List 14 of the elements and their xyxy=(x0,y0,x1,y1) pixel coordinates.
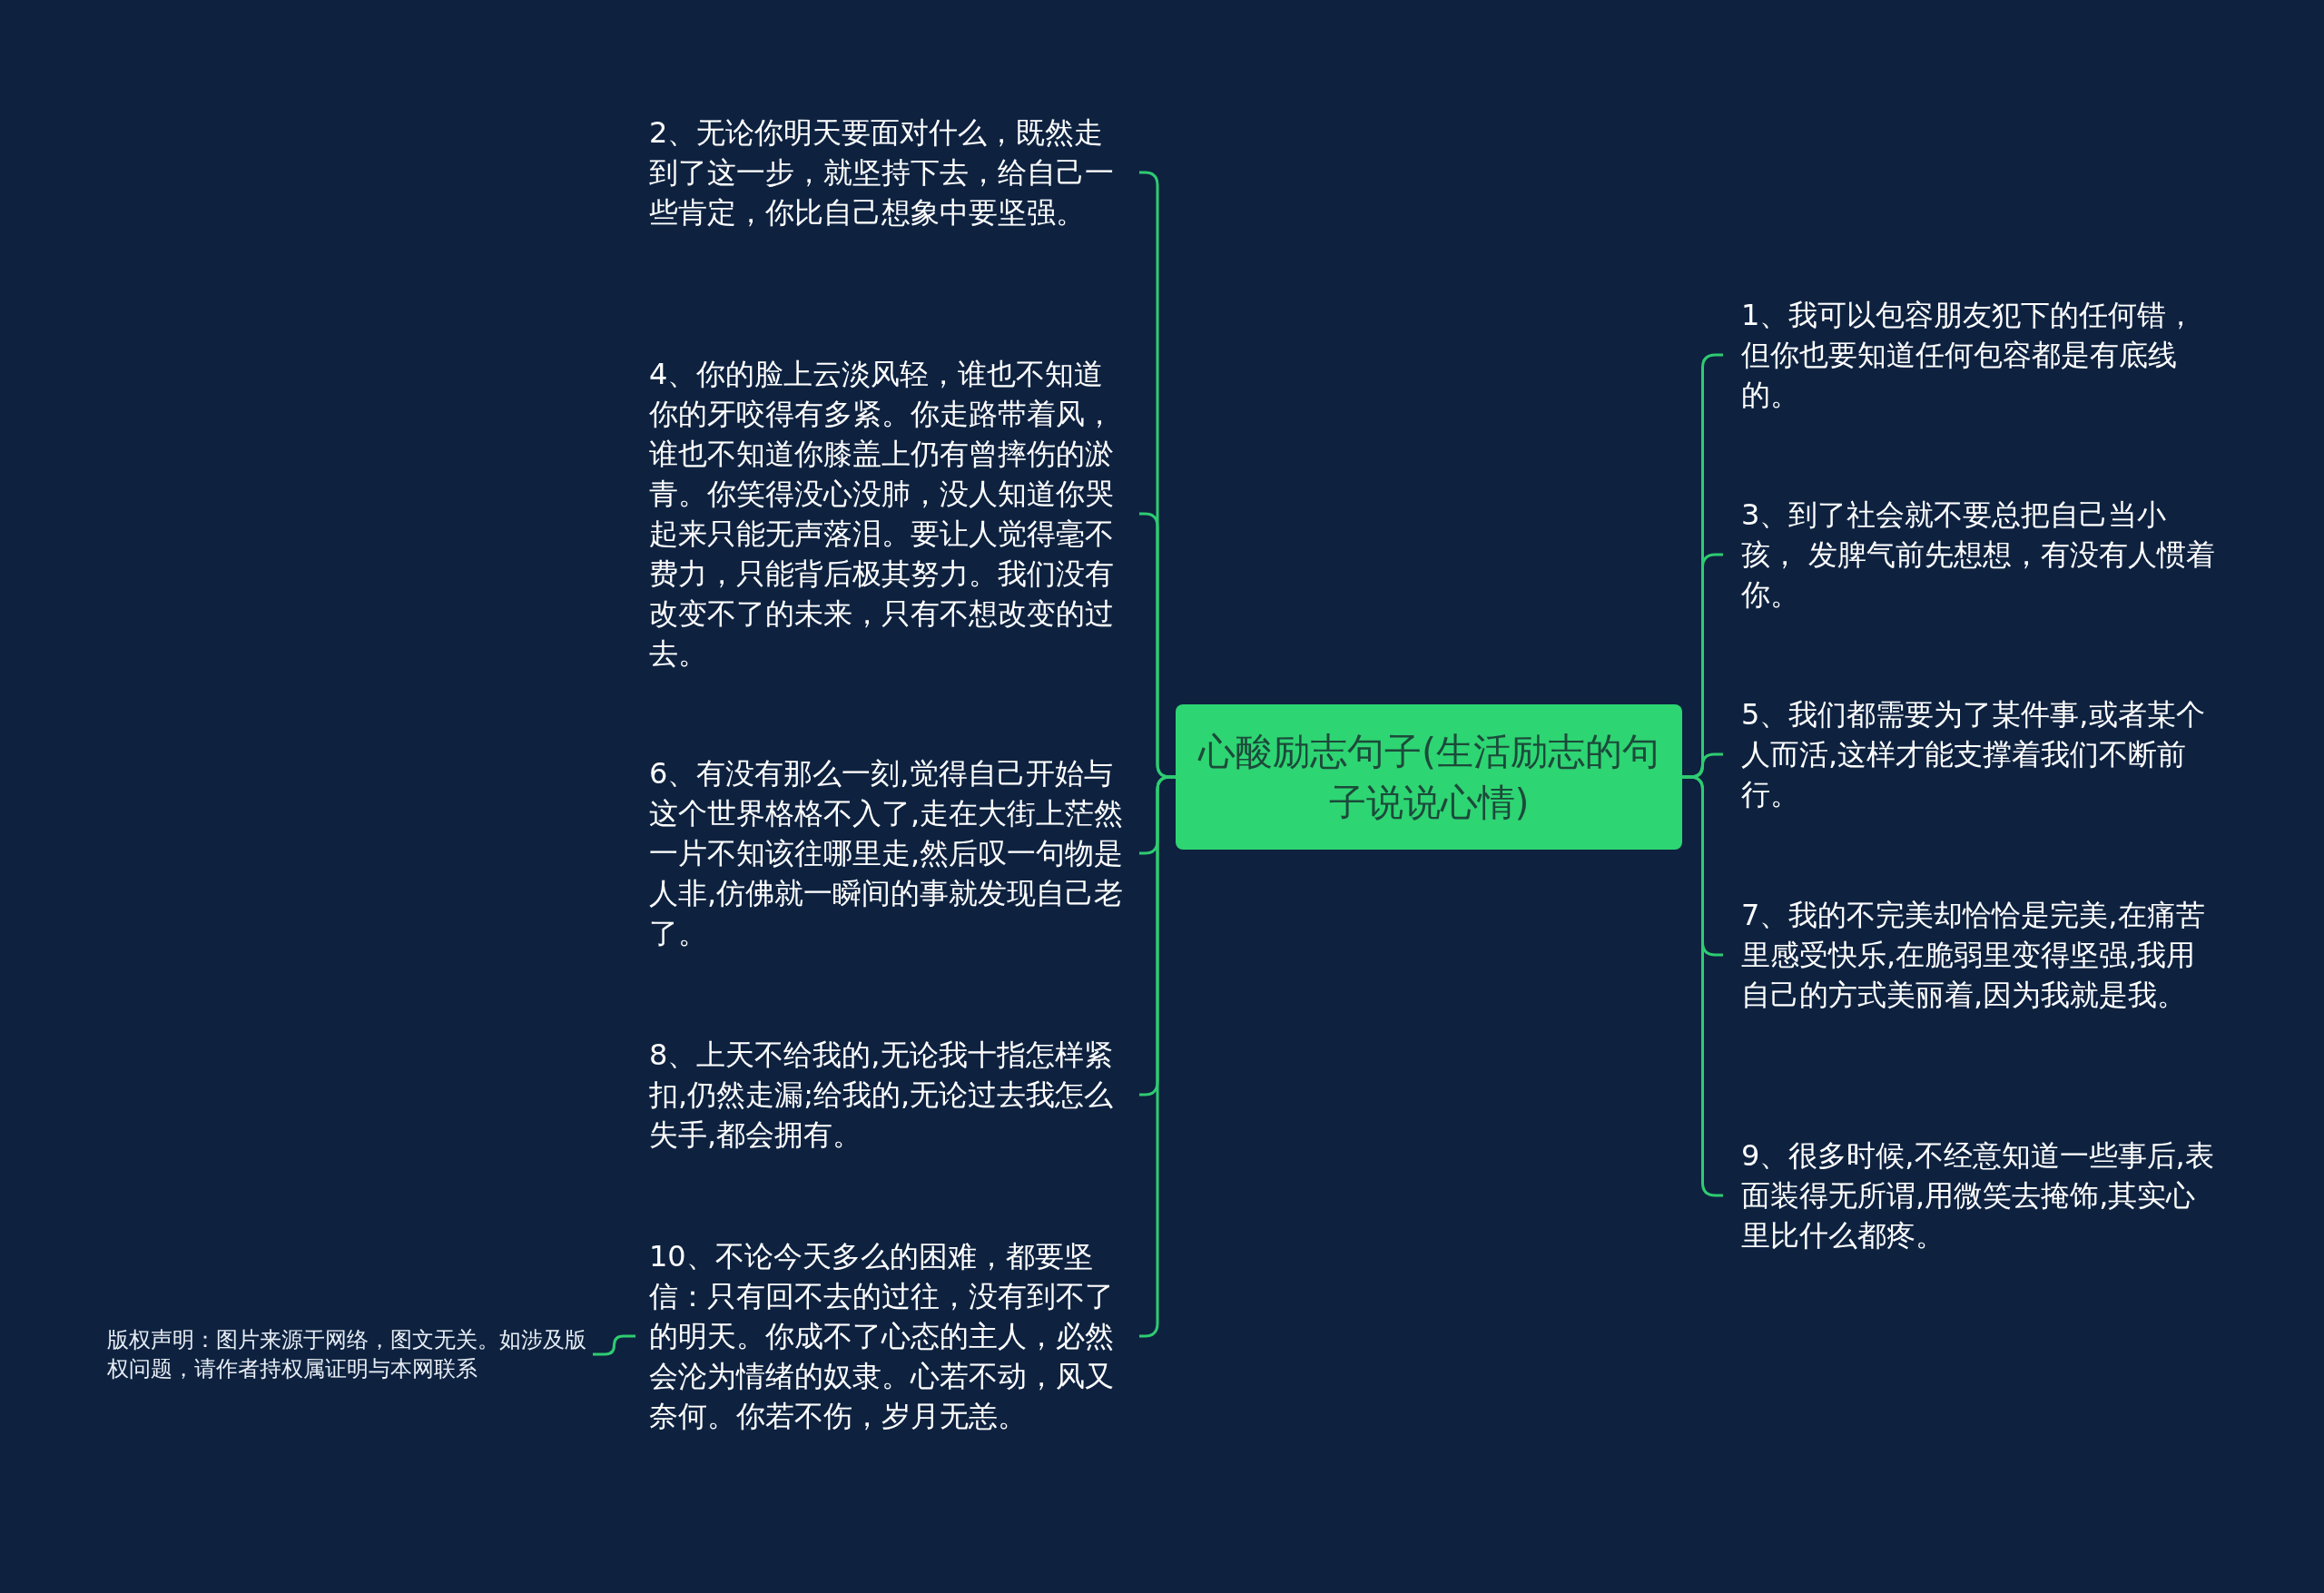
connector xyxy=(593,1334,635,1356)
branch-text: 7、我的不完美却恰恰是完美,在痛苦里感受快乐,在脆弱里变得坚强,我用自己的方式美丽着,因为我就是我。 xyxy=(1723,895,2231,1015)
branch-text: 10、不论今天多么的困难，都要坚信：只有回不去的过往，没有到不了的明天。你成不了心态的主人，必然会沦为情绪的奴隶。心若不动，风又奈何。你若不伤，岁月无恙。 xyxy=(635,1236,1139,1436)
topic-box: 心酸励志句子(生活励志的句子说说心情) xyxy=(1176,704,1682,850)
branch-text: 1、我可以包容朋友犯下的任何错，但你也要知道任何包容都是有底线的。 xyxy=(1723,295,2231,415)
branch-text: 5、我们都需要为了某件事,或者某个人而活,这样才能支撑着我们不断前行。 xyxy=(1723,694,2231,814)
branch-text: 3、到了社会就不要总把自己当小孩， 发脾气前先想想，有没有人惯着你。 xyxy=(1723,495,2231,615)
branch-text: 8、上天不给我的,无论我十指怎样紧扣,仍然走漏;给我的,无论过去我怎么失手,都会拥有。 xyxy=(635,1035,1139,1155)
branch-text: 2、无论你明天要面对什么，既然走到了这一步，就坚持下去，给自己一些肯定，你比自己想象中要坚强。 xyxy=(635,113,1139,232)
connector xyxy=(1682,775,1723,1197)
copyright-note: 版权声明：图片来源于网络，图文无关。如涉及版权问题，请作者持权属证明与本网联系 xyxy=(107,1325,593,1383)
branch-text: 6、有没有那么一刻,觉得自己开始与这个世界格格不入了,走在大街上茫然一片不知该往哪里走,然后叹一句物是人非,仿佛就一瞬间的事就发现自己老了。 xyxy=(635,753,1139,953)
branch-text: 4、你的脸上云淡风轻，谁也不知道你的牙咬得有多紧。你走路带着风，谁也不知道你膝盖上仍有曾摔伤的淤青。你笑得没心没肺，没人知道你哭起来只能无声落泪。要让人觉得毫不费力，只能背后极其努力。我们没有改变不了的未来，只有不想改变的过去。 xyxy=(635,354,1139,674)
branch-text: 9、很多时候,不经意知道一些事后,表面装得无所谓,用微笑去掩饰,其实心里比什么都疼。 xyxy=(1723,1136,2231,1255)
